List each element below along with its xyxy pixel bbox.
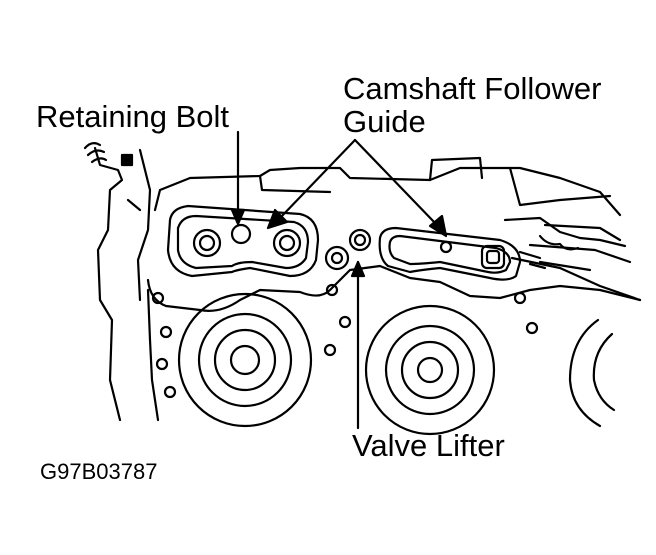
follower-guide-left	[168, 206, 318, 276]
follower-guide-right	[326, 228, 520, 280]
camshaft-follower-label-line1: Camshaft Follower	[343, 71, 602, 106]
cylinder-head-lower	[148, 266, 640, 434]
left-side-block	[85, 143, 150, 420]
upper-housing	[155, 158, 630, 270]
leader-lines	[232, 132, 446, 428]
retaining-bolt-label: Retaining Bolt	[36, 99, 230, 134]
camshaft-follower-label-line2: Guide	[343, 104, 426, 139]
hand-tool	[505, 218, 640, 300]
figure-code: G97B03787	[40, 459, 158, 484]
valve-lifter-label: Valve Lifter	[352, 428, 505, 463]
